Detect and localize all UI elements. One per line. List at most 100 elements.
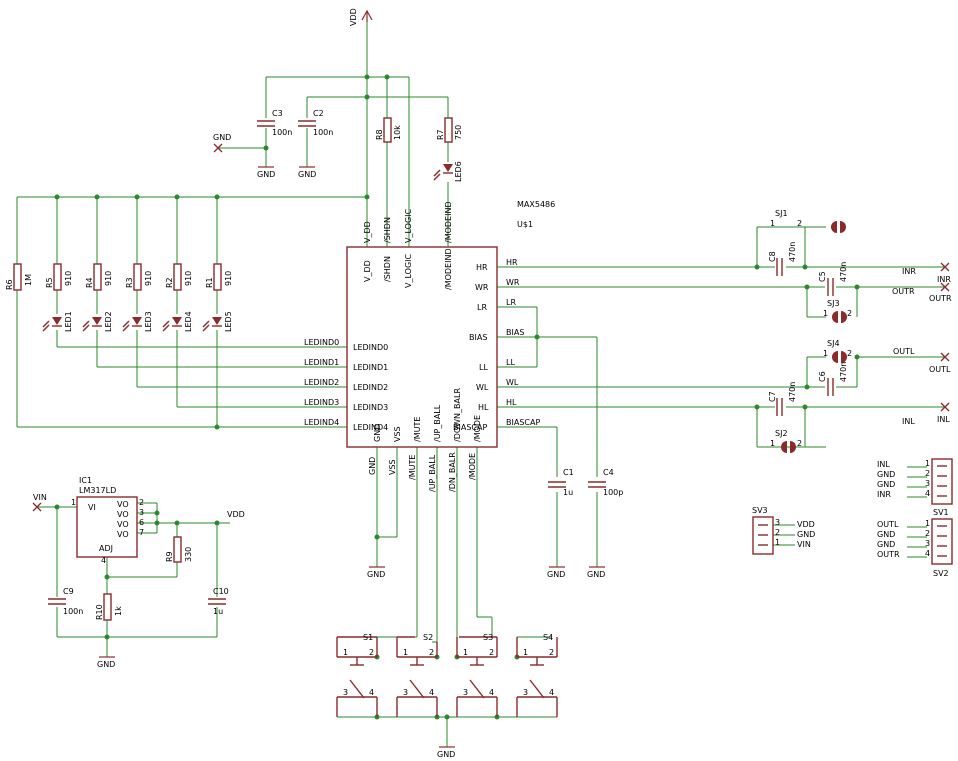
net-biascap: BIASCAP xyxy=(506,418,540,427)
sv2-num-3: 3 xyxy=(925,539,930,548)
net-gnd: GND xyxy=(368,457,377,475)
res-r7-ref: R7 xyxy=(436,129,445,140)
ic-inner-hr: HR xyxy=(476,263,488,272)
cap-c2-ref: C2 xyxy=(313,109,324,118)
sv1-pin-gnd1: GND xyxy=(877,470,895,479)
switch-s2-pin3: 3 xyxy=(403,688,408,697)
io-inl-port: INL xyxy=(937,415,950,424)
jumper-sj2-pin2: 2 xyxy=(797,439,802,448)
cap-c7-value: 470n xyxy=(788,382,797,402)
ic-main-ref: U$1 xyxy=(517,220,533,229)
jumper-sj3-pin1: 1 xyxy=(823,309,828,318)
switch-s3-pin2: 2 xyxy=(489,648,494,657)
connector-sv1: SV1 INL GND GND INR 1 2 3 4 xyxy=(877,458,953,517)
regulator-ic1: IC1 LM317LD VI VO VO VO VO ADJ 1 2 3 6 7… xyxy=(33,476,245,565)
net-upball: /UP_BALL xyxy=(428,454,437,492)
cap-c10-ref: C10 xyxy=(213,587,229,596)
ic-inner-ledind0: LEDIND0 xyxy=(353,343,388,352)
res-r9-ref: R9 xyxy=(165,551,174,562)
switches: S1 1 2 3 4 S2 1 2 3 4 xyxy=(336,633,558,717)
cap-c8-value: 470n xyxy=(788,242,797,262)
gnd-label-c2: GND xyxy=(298,170,316,179)
net-ledind0: LEDIND0 xyxy=(304,338,339,347)
sv2-num-2: 2 xyxy=(925,529,930,538)
res-r5-value: 910 xyxy=(64,271,73,286)
io-outr-port: OUTR xyxy=(929,294,952,303)
switch-s2: S2 1 2 3 4 xyxy=(396,633,438,717)
led-led6-ref: LED6 xyxy=(454,161,463,182)
net-lr: LR xyxy=(506,298,516,307)
ic-inner-vlogic: V_LOGIC xyxy=(404,254,413,289)
net-wr: WR xyxy=(506,278,520,287)
io-outr-net: OUTR xyxy=(892,287,915,296)
reg-num-2: 2 xyxy=(139,498,144,507)
io-inl-net: INL xyxy=(902,417,915,426)
ic-inner-wl: WL xyxy=(476,383,489,392)
cap-c3-ref: C3 xyxy=(272,109,283,118)
ic-pin-modeind: /MODEIND xyxy=(444,201,453,243)
res-r1-value: 910 xyxy=(224,271,233,286)
res-r8: R8 10k xyxy=(375,117,402,143)
jumper-sj4: SJ4 1 2 xyxy=(823,339,852,363)
gnd-label-reg: GND xyxy=(97,660,115,669)
res-r8-value: 10k xyxy=(393,125,402,140)
ic-inner-upball: /UP_BALL xyxy=(433,404,442,442)
gnd-label-nc: GND xyxy=(213,133,231,142)
res-r9: R9 330 xyxy=(165,536,193,563)
sv2-num-4: 4 xyxy=(925,549,930,558)
cap-c8: C8 470n xyxy=(768,242,797,276)
cap-c1-ref: C1 xyxy=(563,468,574,477)
sv2-num-1: 1 xyxy=(925,519,930,528)
jumper-sj3: SJ3 1 2 xyxy=(823,299,852,323)
jumper-sj2-ref: SJ2 xyxy=(775,429,788,438)
resistors: R8 10k R7 750 R6 1M R5 910 R4 910 R3 910 xyxy=(5,117,463,621)
switch-s4-ref: S4 xyxy=(543,633,553,642)
sv2-pin-outl: OUTL xyxy=(877,520,899,529)
io-inr-net: INR xyxy=(902,267,916,276)
net-ledind3: LEDIND3 xyxy=(304,398,339,407)
ic-inner-vss: VSS xyxy=(393,426,402,442)
res-r4-value: 910 xyxy=(104,271,113,286)
reg-pin-adj: ADJ xyxy=(99,544,113,553)
ic-inner-ll: LL xyxy=(479,363,488,372)
net-mute: /MUTE xyxy=(408,455,417,480)
cap-c4-value: 100p xyxy=(603,488,623,497)
switch-s3-ref: S3 xyxy=(483,633,493,642)
reg-pin-vo4: VO xyxy=(117,530,129,539)
ic-inner-mode: /MODE xyxy=(473,415,482,442)
ic-pin-vlogic: V_LOGIC xyxy=(404,209,413,244)
ic-inner-mute: /MUTE xyxy=(413,417,422,442)
cap-c1: C1 1u xyxy=(548,468,574,497)
reg-ref: IC1 xyxy=(79,476,92,485)
led-led5: LED5 xyxy=(202,311,233,332)
res-r10: R10 1k xyxy=(95,593,123,621)
res-r6: R6 1M xyxy=(5,263,33,291)
jumper-sj1: SJ1 1 2 xyxy=(770,209,846,233)
switch-s3-pin4: 4 xyxy=(489,688,494,697)
jumper-sj2-pin1: 1 xyxy=(770,439,775,448)
sv2-pin-gnd2: GND xyxy=(877,540,895,549)
reg-part: LM317LD xyxy=(79,486,116,495)
reg-pin-vi: VI xyxy=(88,503,96,512)
reg-num-7: 7 xyxy=(139,528,144,537)
net-mode: /MODE xyxy=(468,453,477,480)
cap-c5-ref: C5 xyxy=(818,271,827,282)
switch-s1-pin1: 1 xyxy=(343,648,348,657)
cap-c4-ref: C4 xyxy=(603,468,614,477)
ic-inner-wr: WR xyxy=(475,283,489,292)
net-hl: HL xyxy=(506,398,517,407)
junction-dots xyxy=(54,74,860,720)
led-led6: LED6 xyxy=(433,161,463,182)
gnd-symbols xyxy=(99,166,605,748)
switch-s3: S3 1 2 3 4 xyxy=(456,633,498,717)
jumper-sj3-pin2: 2 xyxy=(847,309,852,318)
reg-pin-vo3: VO xyxy=(117,520,129,529)
ic-inner-vdd: V_DD xyxy=(363,260,372,282)
sv1-pin-gnd2: GND xyxy=(877,480,895,489)
reg-num-3: 3 xyxy=(139,508,144,517)
sv3-ref: SV3 xyxy=(752,506,768,515)
reg-num-1: 1 xyxy=(71,498,76,507)
connector-sv3: SV3 VDD GND VIN 3 2 1 xyxy=(752,506,815,555)
gnd-label-ic: GND xyxy=(367,570,385,579)
cap-c2: C2 100n xyxy=(298,109,333,137)
